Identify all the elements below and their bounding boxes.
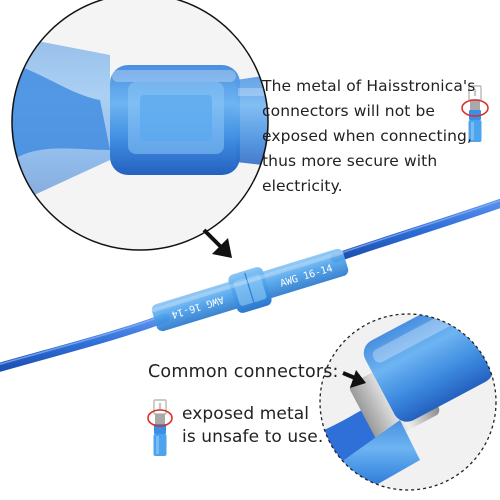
connector-icon: [147, 399, 173, 457]
caption-line: is unsafe to use.: [182, 427, 324, 447]
arrow-icon: [342, 370, 366, 388]
connector-icon: [461, 85, 489, 143]
caption-line: thus more secure with: [262, 152, 438, 170]
caption-line: The metal of Haisstronica's: [262, 77, 476, 95]
caption-line: exposed when connecting,: [262, 127, 473, 145]
secure-connector-caption: The metal of Haisstronica's connectors w…: [262, 74, 494, 199]
magnifier-circle-bottom: [319, 313, 497, 491]
arrow-icon: [202, 228, 232, 258]
common-connectors-label: Common connectors:: [148, 362, 339, 382]
magnifier-circle-top: [11, 0, 269, 251]
wire-right: [330, 198, 500, 263]
caption-line: electricity.: [262, 177, 343, 195]
sleeve-connector: AWG 16-14 AWG 16-14: [151, 248, 349, 332]
caption-line: exposed metal: [182, 404, 310, 424]
caption-line: connectors will not be: [262, 102, 436, 120]
wire-left: [0, 313, 170, 372]
exposed-metal-caption: exposed metal is unsafe to use.: [182, 403, 323, 449]
